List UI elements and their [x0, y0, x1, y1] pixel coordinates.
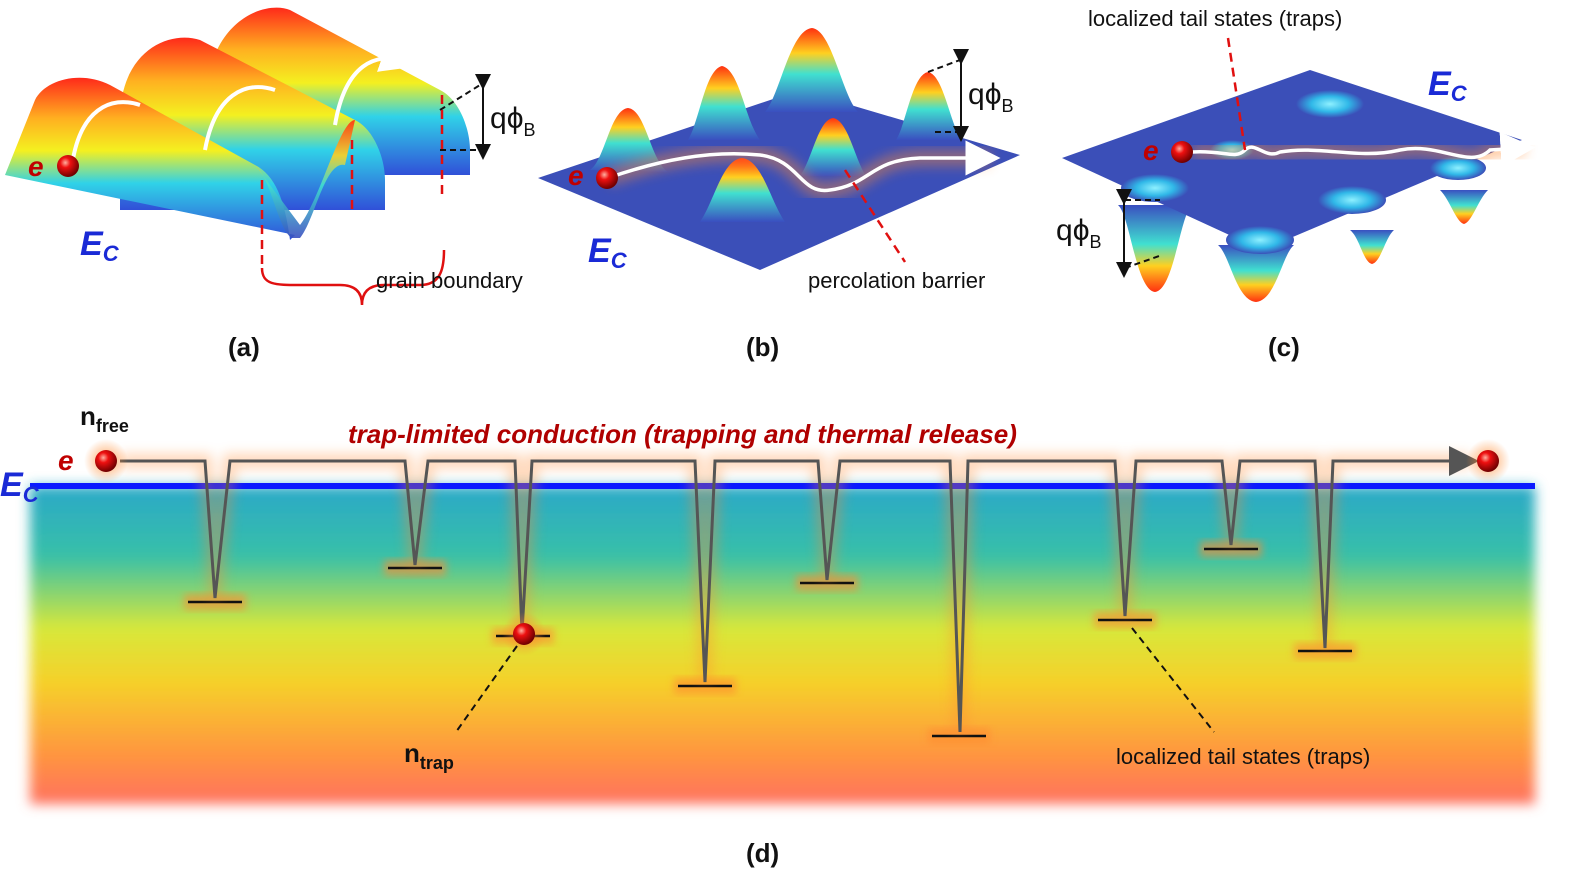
- n-trap-dashed-line: [455, 645, 518, 733]
- ec-label: E: [588, 232, 612, 270]
- barrier-sub: B: [524, 120, 536, 140]
- ec-label: E: [1428, 65, 1452, 103]
- traps-dashed-line: [1226, 37, 1247, 151]
- svg-text:qϕB: qϕB: [1056, 214, 1102, 252]
- free-electron-ball: [95, 450, 117, 472]
- panel-b-label: (b): [746, 332, 779, 362]
- trap-level: [184, 594, 246, 610]
- barrier-phi: ϕ: [507, 102, 524, 135]
- peak-5: [800, 118, 866, 176]
- barrier-q: q: [968, 78, 985, 111]
- percolation-barrier-label: percolation barrier: [808, 268, 985, 293]
- electron-ball: [596, 167, 618, 189]
- traps-label: localized tail states (traps): [1088, 6, 1342, 31]
- electron-label: e: [28, 151, 44, 182]
- well-3: [1350, 230, 1394, 264]
- electron-label: e: [1143, 135, 1159, 166]
- panel-d-label: (d): [746, 838, 779, 868]
- n-trap-label: n: [404, 738, 420, 768]
- peak-3: [765, 28, 858, 112]
- trap-level: [1294, 643, 1356, 659]
- trap-level: [796, 575, 858, 591]
- ec-sub: C: [1451, 81, 1468, 106]
- panel-a-label: (a): [228, 332, 260, 362]
- bulk-gradient: [30, 486, 1535, 804]
- n-trap-sub: trap: [420, 753, 454, 773]
- svg-text:qϕB: qϕB: [490, 102, 536, 140]
- percolation-path: [607, 140, 1001, 193]
- trap-levels: [184, 541, 1356, 744]
- panel-d: EC e nfree trap-limited conduction (trap…: [0, 401, 1535, 868]
- panel-b: e qϕB EC percolation barrier (b): [538, 28, 1020, 362]
- electron-ball: [57, 155, 79, 177]
- svg-text:nfree: nfree: [80, 401, 129, 436]
- trap-limited-title: trap-limited conduction (trapping and th…: [348, 419, 1017, 449]
- svg-text:EC: EC: [588, 232, 628, 273]
- barrier-bottom-dashed: [1124, 254, 1163, 269]
- released-electron-ball: [1477, 450, 1499, 472]
- trap-level: [384, 560, 446, 576]
- barrier-top-dashed: [439, 84, 481, 111]
- well-4: [1440, 190, 1488, 224]
- svg-text:EC: EC: [80, 225, 120, 266]
- percolation-dashed-line: [843, 169, 907, 263]
- well-2: [1218, 245, 1294, 302]
- grain-boundary-dashed-lines: [260, 95, 444, 265]
- svg-text:ntrap: ntrap: [404, 738, 454, 773]
- electron-label: e: [58, 445, 74, 476]
- svg-text:qϕB: qϕB: [968, 78, 1014, 116]
- barrier-phi: ϕ: [1073, 214, 1090, 247]
- ec-label: E: [80, 225, 104, 263]
- pit-5: [1226, 226, 1294, 254]
- panel-a: qϕB e EC grain boundary (a): [5, 7, 536, 362]
- panel-c-label: (c): [1268, 332, 1300, 362]
- trap-level: [928, 728, 990, 744]
- barrier-sub: B: [1002, 96, 1014, 116]
- barrier-q: q: [490, 102, 507, 135]
- trap-level: [1094, 612, 1156, 628]
- grain-boundary-label: grain boundary: [376, 268, 523, 293]
- svg-text:EC: EC: [1428, 65, 1468, 106]
- electron-hop-path: [70, 58, 410, 166]
- trap-path: [1191, 131, 1536, 167]
- traps-dashed-line: [1131, 627, 1215, 733]
- peak-1: [590, 108, 668, 172]
- barrier-top-dashed: [927, 59, 961, 73]
- ec-sub: C: [23, 482, 40, 507]
- grain-ridge-front: [5, 77, 355, 241]
- peak-6: [896, 72, 962, 140]
- traps-label: localized tail states (traps): [1116, 744, 1370, 769]
- trap-level: [1200, 541, 1262, 557]
- svg-text:EC: EC: [0, 466, 40, 507]
- barrier-sub: B: [1090, 232, 1102, 252]
- ec-label: E: [0, 466, 24, 504]
- peak-4: [700, 158, 785, 222]
- ec-sub: C: [103, 241, 120, 266]
- n-free-label: n: [80, 401, 96, 431]
- electron-ball: [1171, 141, 1193, 163]
- well-1: [1118, 205, 1192, 292]
- trap-level: [674, 678, 736, 694]
- surface-c: [1062, 70, 1522, 250]
- peak-2: [688, 66, 760, 140]
- barrier-phi: ϕ: [985, 78, 1002, 111]
- ec-sub: C: [611, 248, 628, 273]
- trapping-path: [120, 446, 1479, 733]
- grain-boundary-brace: [260, 249, 446, 306]
- electron-label: e: [568, 160, 584, 191]
- pit-3: [1121, 174, 1189, 202]
- panel-c: e EC localized tail states (traps) qϕB (…: [1056, 6, 1536, 362]
- barrier-q: q: [1056, 214, 1073, 247]
- pit-4: [1318, 186, 1386, 214]
- pit-1: [1296, 90, 1364, 118]
- n-free-sub: free: [96, 416, 129, 436]
- trapped-electron-ball: [513, 623, 535, 645]
